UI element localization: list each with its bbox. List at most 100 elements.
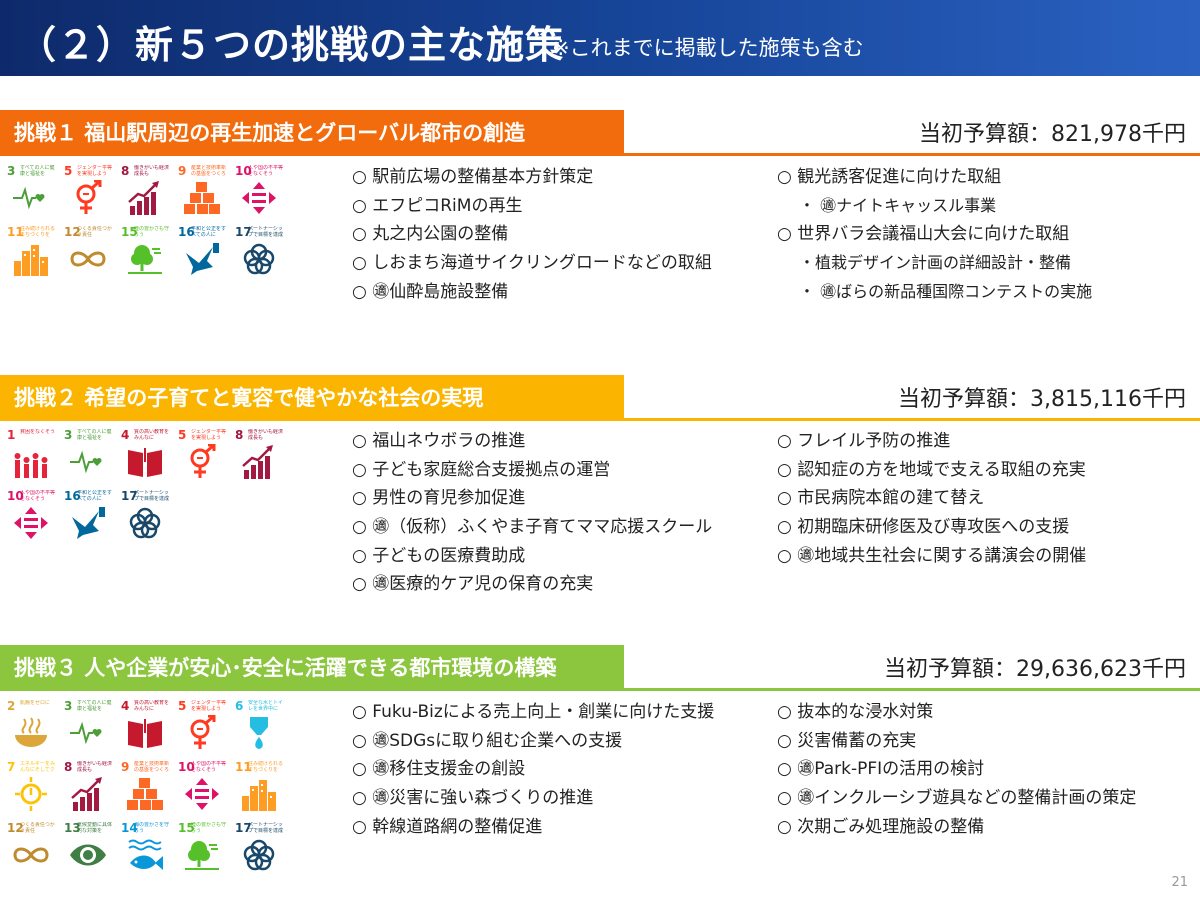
sdg-goal-caption: 平和と公正をすべての人に (191, 226, 227, 238)
section-header: 挑戦１ 福山駅周辺の再生加速とグローバル都市の創造 当初予算額：821,978千… (0, 110, 1200, 156)
sdg-goal-caption: 住み続けられるまちづくりを (248, 761, 284, 773)
sdg-goal-badge: 12 つくる責任つかう責任 (61, 224, 115, 280)
sdg-goal-caption: 産業と技術革新の基盤をつくろう (134, 761, 170, 773)
sdg-goal-badge: 17 パートナーシップで目標を達成しよう (232, 820, 286, 876)
sdg-goal-badge: 2 飢餓をゼロに (4, 698, 58, 754)
sdg-goal-number: 5 (178, 699, 187, 713)
sdg-goal-caption: 人や国の不平等をなくそう (248, 165, 284, 177)
sdg-goal-badge: 10 人や国の不平等をなくそう (175, 759, 229, 815)
sdg-goal-caption: 働きがいも経済成長も (77, 761, 113, 773)
section-budget: 当初予算額：29,636,623千円 (884, 657, 1186, 682)
measure-item: ○ 福山ネウボラの推進 (352, 431, 526, 451)
measure-item: ○ 駅前広場の整備基本方針策定 (352, 167, 594, 187)
sdg-goal-number: 8 (121, 164, 130, 178)
sdg-goal-number: 11 (235, 760, 252, 774)
sdg-goal-caption: 気候変動に具体的な対策を (77, 822, 113, 834)
sdg-goal-caption: 産業と技術革新の基盤をつくろう (191, 165, 227, 177)
sdg-goal-badge: 17 パートナーシップで目標を達成しよう (232, 224, 286, 280)
sdg-goal-number: 3 (64, 699, 73, 713)
measure-item: ○ 子どもの医療費助成 (352, 545, 526, 566)
sdg-goal-number: 3 (64, 428, 73, 442)
sdg-goal-badge: 16 平和と公正をすべての人に (175, 224, 229, 280)
section-divider (624, 688, 1200, 691)
measure-subitem: ・ ㊜ナイトキャッスル事業 (799, 195, 997, 215)
measure-item: ○ 丸之内公園の整備 (352, 224, 509, 245)
page-title: （２）新５つの挑戦の主な施策 (18, 23, 565, 67)
sdg-goal-badge: 3 すべての人に健康と福祉を (4, 163, 58, 219)
sdg-goal-number: 15 (121, 225, 138, 239)
sdg-goal-caption: すべての人に健康と福祉を (77, 700, 112, 712)
sdg-goal-caption: すべての人に健康と福祉を (77, 429, 112, 441)
sdg-goal-number: 17 (235, 821, 252, 835)
measure-item: ○ ㊜移住支援金の創設 (352, 759, 526, 780)
sdg-goal-caption: パートナーシップで目標を達成しよう (248, 226, 284, 238)
measure-item: ○ 次期ごみ処理施設の整備 (777, 816, 985, 837)
measure-item: ○ ㊜災害に強い森づくりの推進 (352, 788, 594, 809)
measures-list-left: ○ 駅前広場の整備基本方針策定○ エフピコRiMの再生○ 丸之内公園の整備○ し… (352, 163, 712, 306)
sdg-goal-number: 4 (121, 699, 130, 713)
measure-item: ○ ㊜（仮称）ふくやま子育てママ応援スクール (352, 517, 713, 538)
section-title: 挑戦１ 福山駅周辺の再生加速とグローバル都市の創造 (0, 110, 624, 156)
sdg-goal-caption: 人や国の不平等をなくそう (191, 761, 227, 773)
measure-subitem: ・植栽デザイン計画の詳細設計・整備 (799, 253, 1072, 273)
sdg-goal-badge: 12 つくる責任つかう責任 (4, 820, 58, 876)
sdg-goal-badge: 11 住み続けられるまちづくりを (4, 224, 58, 280)
measure-item: ○ ㊜インクルーシブ遊具などの整備計画の策定 (777, 788, 1137, 809)
section-budget: 当初予算額：3,815,116千円 (898, 387, 1186, 412)
sdg-goal-badge: 10 人や国の不平等をなくそう (232, 163, 286, 219)
sdg-goal-caption: ジェンダー平等を実現しよう (191, 700, 227, 712)
section-title: 挑戦２ 希望の子育てと寛容で健やかな社会の実現 (0, 375, 624, 421)
measure-item: ○ 災害備蓄の充実 (777, 730, 917, 751)
measures-list-right: ○ 抜本的な浸水対策 ○ 災害備蓄の充実 ○ ㊜Park-PFIの活用の検討 ○ ㊜イ… (777, 698, 1136, 841)
sdg-goal-badge: 1 貧困をなくそう (4, 427, 58, 483)
sdg-goal-caption: 人や国の不平等をなくそう (20, 490, 56, 502)
sdg-goal-number: 10 (178, 760, 195, 774)
page-number: 21 (1171, 875, 1188, 890)
sdg-goal-badge: 5 ジェンダー平等を実現しよう (61, 163, 115, 219)
sdg-goal-caption: 安全な水とトイレを世界中に (248, 700, 284, 712)
sdg-goal-number: 8 (235, 428, 244, 442)
sdg-goal-badge: 9 産業と技術革新の基盤をつくろう (175, 163, 229, 219)
sdg-goal-number: 2 (7, 699, 16, 713)
sdg-goal-caption: エネルギーをみんなにそしてクリーンに (20, 761, 56, 773)
measure-item: ○ 抜本的な浸水対策 (777, 702, 934, 722)
sdg-goal-number: 9 (178, 164, 187, 178)
sdg-goal-number: 12 (7, 821, 24, 835)
sdg-goal-badge: 15 陸の豊かさも守ろう (118, 224, 172, 280)
measure-item: ○ ㊜仙酔島施設整備 (352, 281, 509, 302)
sdg-goal-badge: 5 ジェンダー平等を実現しよう (175, 698, 229, 754)
measure-item: ○ 世界バラ会議福山大会に向けた取組 (777, 224, 1070, 245)
measure-item: ○ Fuku-Bizによる売上向上・創業に向けた支援 (352, 702, 715, 722)
sdg-goal-badge: 14 海の豊かさを守ろう (118, 820, 172, 876)
sdg-goal-number: 6 (235, 699, 244, 713)
sdg-goal-number: 10 (235, 164, 252, 178)
sdg-goal-number: 15 (178, 821, 195, 835)
section-title: 挑戦３ 人や企業が安心･安全に活躍できる都市環境の構築 (0, 645, 624, 691)
sdg-goal-caption: 働きがいも経済成長も (134, 165, 170, 177)
page-subtitle: ※これまでに掲載した施策も含む (552, 36, 864, 60)
section-header: 挑戦３ 人や企業が安心･安全に活躍できる都市環境の構築 当初予算額：29,636… (0, 645, 1200, 691)
sdg-goal-badge: 13 気候変動に具体的な対策を (61, 820, 115, 876)
sdg-goal-badge: 5 ジェンダー平等を実現しよう (175, 427, 229, 483)
section-divider (624, 153, 1200, 156)
measures-list-left: ○ Fuku-Bizによる売上向上・創業に向けた支援○ ㊜SDGsに取り組む企業… (352, 698, 714, 841)
sdg-goal-number: 3 (7, 164, 16, 178)
sdg-goal-number: 16 (64, 489, 81, 503)
measure-item: ○ 男性の育児参加促進 (352, 488, 526, 509)
sdg-goal-number: 13 (64, 821, 81, 835)
sdg-goal-number: 5 (178, 428, 187, 442)
measure-item: ○ ㊜Park-PFIの活用の検討 (777, 759, 985, 780)
sdg-goal-badge: 8 働きがいも経済成長も (232, 427, 286, 483)
sdg-goal-number: 11 (7, 225, 24, 239)
sdg-goal-caption: すべての人に健康と福祉を (20, 165, 55, 177)
measure-subitem: ・ ㊜ばらの新品種国際コンテストの実施 (799, 281, 1093, 301)
sdg-goal-badge: 3 すべての人に健康と福祉を (61, 698, 115, 754)
sdg-goal-caption: 平和と公正をすべての人に (77, 490, 113, 502)
sdg-goal-caption: 陸の豊かさも守ろう (134, 226, 170, 238)
measure-item: ○ 認知症の方を地域で支える取組の充実 (777, 459, 1086, 480)
sdg-goal-badge: 8 働きがいも経済成長も (61, 759, 115, 815)
sdg-goal-caption: 貧困をなくそう (20, 429, 56, 435)
measure-item: ○ ㊜医療的ケア児の保育の充実 (352, 574, 594, 595)
measure-item: ○ しおまち海道サイクリングロードなどの取組 (352, 253, 712, 274)
title-bar: （２）新５つの挑戦の主な施策 ※これまでに掲載した施策も含む (0, 0, 1200, 76)
